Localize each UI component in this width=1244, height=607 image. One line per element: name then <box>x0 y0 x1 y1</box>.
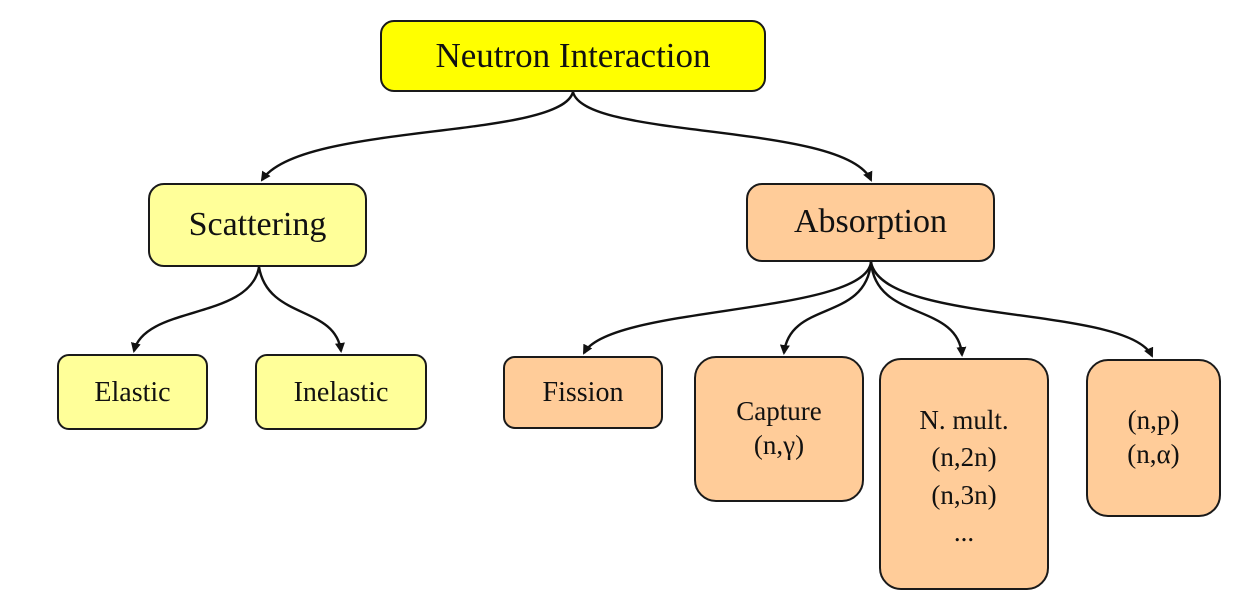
edge-scattering-to-elastic <box>131 266 261 353</box>
node-label-line: (n,p) <box>1127 405 1180 436</box>
node-label-line: (n,3n) <box>931 479 997 510</box>
edge-scattering-to-inelastic <box>257 266 345 353</box>
node-neutron-interaction: Neutron Interaction <box>380 20 766 92</box>
node-label-line: N. mult. <box>919 405 1009 435</box>
edge-absorption-to-charged <box>869 261 1154 358</box>
node-label-line: Capture <box>736 396 822 427</box>
node-fission: Fission <box>503 356 663 429</box>
node-elastic: Elastic <box>57 354 208 430</box>
edge-root-to-scattering <box>260 91 575 182</box>
node-label: Absorption <box>794 203 947 241</box>
node-label: Elastic <box>94 376 171 408</box>
edge-root-to-absorption <box>571 91 873 182</box>
node-label: Fission <box>542 377 624 408</box>
node-label: Scattering <box>188 205 327 243</box>
node-absorption: Absorption <box>746 183 995 262</box>
node-inelastic: Inelastic <box>255 354 427 430</box>
node-label: Neutron Interaction <box>435 36 711 76</box>
node-scattering: Scattering <box>148 183 367 267</box>
node-label-line: (n,α) <box>1127 439 1180 469</box>
node-charged-particle-emission: (n,p) (n,α) <box>1086 359 1221 517</box>
node-label: Inelastic <box>293 376 389 408</box>
edge-absorption-to-capture <box>779 261 873 355</box>
edge-absorption-to-multiplication <box>869 261 967 357</box>
node-capture: Capture (n,γ) <box>694 356 864 502</box>
node-label-line: ... <box>953 516 975 547</box>
node-label-line: (n,γ) <box>753 430 805 460</box>
edge-absorption-to-fission <box>582 261 873 355</box>
node-neutron-multiplication: N. mult. (n,2n) (n,3n) ... <box>879 358 1049 590</box>
node-label-line: (n,2n) <box>931 442 997 473</box>
